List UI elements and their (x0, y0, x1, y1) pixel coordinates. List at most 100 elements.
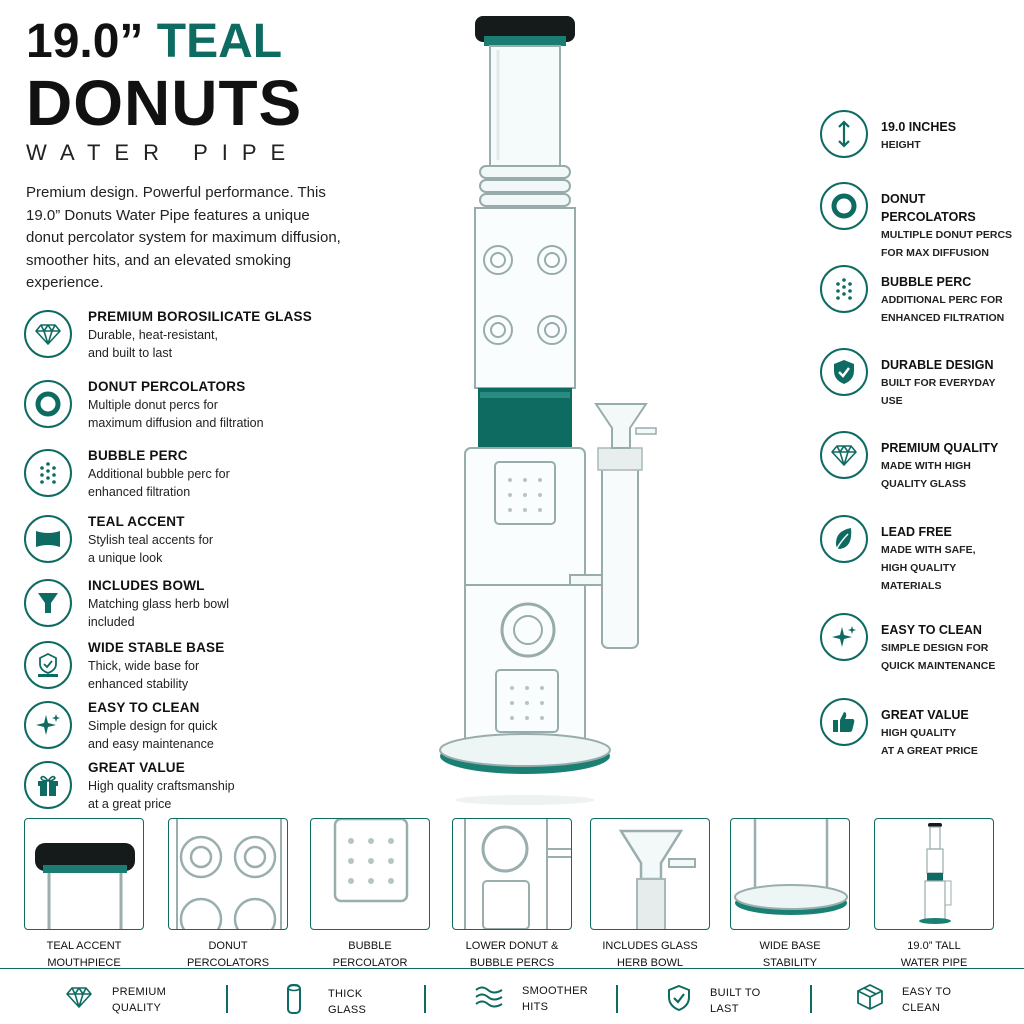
sparkle-icon (24, 701, 72, 749)
base-icon (24, 641, 72, 689)
thumb-caption: TEAL ACCENT (46, 940, 122, 952)
feature-desc: MULTIPLE DONUT PERCS (881, 229, 1013, 241)
feature-desc: Additional bubble perc for (88, 467, 230, 481)
bottom-item-last: BUILT TO LAST (666, 983, 761, 1018)
sparkle-icon (820, 613, 868, 661)
bottom-label: EASY TO (902, 985, 952, 998)
feature-desc: FOR MAX DIFFUSION (881, 247, 989, 259)
donut-icon (820, 182, 868, 230)
feature-desc: SIMPLE DESIGN FOR (881, 642, 989, 654)
feature-desc: a unique look (88, 551, 163, 565)
feature-desc: BUILT FOR EVERYDAY (881, 377, 996, 389)
feature-desc: included (88, 615, 135, 629)
title-size: 19.0” (26, 15, 144, 68)
glass-tube-icon (284, 983, 304, 1020)
title-subtitle: WATER PIPE (26, 140, 300, 165)
feature-title: DONUT PERCOLATORS (88, 379, 246, 394)
thumb-caption: BUBBLE PERCS (469, 957, 555, 969)
feature-desc: enhanced stability (88, 677, 189, 691)
feature-desc: Matching glass herb bowl (88, 597, 230, 611)
feature-desc: USE (881, 395, 903, 407)
thumb-lower-percs[interactable]: LOWER DONUT & BUBBLE PERCS (452, 818, 572, 972)
thumb-caption: LOWER DONUT & (465, 940, 559, 952)
thumbs-up-icon (820, 698, 868, 746)
feature-desc: Durable, heat-resistant, (88, 328, 218, 342)
thumb-caption: PERCOLATORS (186, 957, 270, 969)
feature-desc: ADDITIONAL PERC FOR (881, 294, 1003, 306)
feature-title: INCLUDES BOWL (88, 578, 205, 593)
feature-title: WIDE STABLE BASE (88, 640, 225, 655)
feature-desc: HEIGHT (881, 139, 921, 151)
feature-desc: Multiple donut percs for (88, 398, 218, 412)
thumb-image (618, 829, 696, 929)
feature-title: GREAT VALUE (88, 760, 185, 775)
feature-desc: MADE WITH HIGH (881, 460, 971, 472)
thumb-caption: STABILITY (762, 957, 818, 969)
feature-title: PREMIUM BOROSILICATE GLASS (88, 309, 312, 324)
feature-desc: QUICK MAINTENANCE (881, 660, 996, 672)
feature-desc: MADE WITH SAFE, (881, 544, 976, 556)
shield-check-icon (666, 983, 692, 1018)
divider (810, 985, 812, 1013)
leaf-icon (820, 515, 868, 563)
feature-title: DONUT PERCOLATORS (881, 192, 976, 224)
thumb-image (333, 819, 409, 903)
feature-desc: Stylish teal accents for (88, 533, 214, 547)
feature-desc: at a great price (88, 797, 172, 811)
feature-title: EASY TO CLEAN (88, 700, 200, 715)
bottom-label: LAST (710, 1002, 739, 1015)
herb-bowl (594, 403, 648, 449)
feature-desc: HIGH QUALITY (881, 727, 957, 739)
thumb-image (919, 823, 952, 924)
thumb-caption: HERB BOWL (616, 957, 683, 969)
thumb-image (176, 819, 282, 929)
bottom-label: GLASS (328, 1003, 367, 1016)
thumb-image (464, 819, 571, 929)
feature-title: LEAD FREE (881, 525, 952, 539)
thumb-caption: INCLUDES GLASS (602, 940, 698, 952)
bottom-label: PREMIUM (112, 985, 167, 998)
feature-desc: Simple design for quick (88, 719, 218, 733)
height-arrow-icon (820, 110, 868, 158)
feature-desc: and easy maintenance (88, 737, 214, 751)
upper-donuts (483, 245, 567, 345)
waves-icon (474, 984, 504, 1015)
feature-title: DURABLE DESIGN (881, 358, 994, 372)
divider (226, 985, 228, 1013)
feature-desc: and built to last (88, 346, 173, 360)
bottom-item-hits: SMOOTHER HITS (474, 983, 588, 1015)
feature-desc: HIGH QUALITY (881, 562, 957, 574)
diamond-icon (820, 431, 868, 479)
intro-text: Premium design. Powerful performance. Th… (26, 184, 341, 291)
thumb-image (734, 819, 848, 915)
thumb-herb-bowl[interactable]: INCLUDES GLASS HERB BOWL (590, 818, 710, 972)
water-pipe-image (439, 16, 657, 805)
diamond-icon (24, 310, 72, 358)
feature-desc: ENHANCED FILTRATION (881, 312, 1005, 324)
bottom-label: HITS (522, 1001, 549, 1013)
bottom-label: CLEAN (902, 1001, 941, 1014)
feature-title: GREAT VALUE (881, 708, 969, 722)
thumb-caption: WATER PIPE (900, 957, 968, 969)
bottom-item-clean: EASY TO CLEAN (856, 983, 951, 1016)
title-color: TEAL (156, 15, 283, 68)
divider (616, 985, 618, 1013)
bubbles-icon (820, 265, 868, 313)
feature-desc: QUALITY GLASS (881, 478, 966, 490)
bottom-label: SMOOTHER (522, 985, 588, 997)
bottom-label: BUILT TO (710, 986, 761, 999)
feature-title: 19.0 INCHES (881, 120, 957, 134)
mouthpiece-rim (475, 16, 575, 42)
feature-title: BUBBLE PERC (881, 275, 972, 289)
feature-desc: AT A GREAT PRICE (881, 745, 978, 757)
box-icon (856, 983, 884, 1016)
bubbles-icon (24, 449, 72, 497)
